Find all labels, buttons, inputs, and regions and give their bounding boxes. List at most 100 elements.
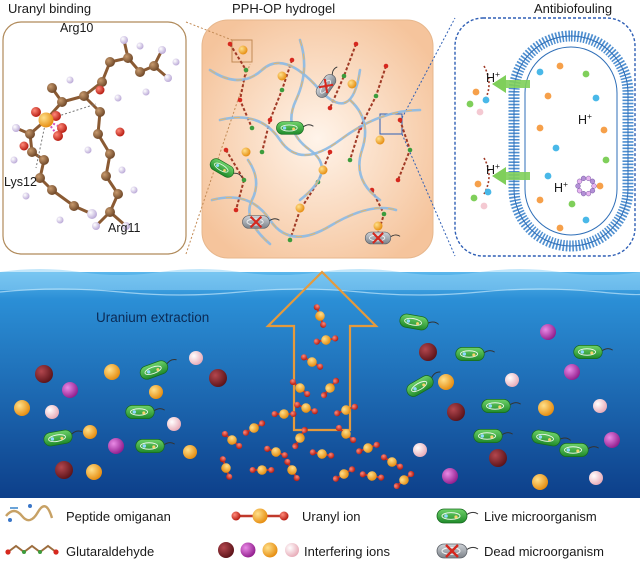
hydrogel-network <box>208 38 422 246</box>
bound-uranyl <box>318 165 328 175</box>
crosslink-atom <box>381 211 387 217</box>
uranyl-ion <box>219 456 233 480</box>
cell-ion <box>544 172 552 180</box>
dead-microorganism <box>364 231 401 245</box>
cell-ion <box>568 200 576 208</box>
interfering-ion <box>604 432 620 448</box>
crosslink-atom <box>287 237 293 243</box>
legend: Peptide omiganan Glutaraldehyde Uranyl i… <box>5 504 604 559</box>
zoom-line <box>185 21 233 41</box>
uranyl-binding-title: Uranyl binding <box>8 1 91 16</box>
legend-live-icon <box>436 508 479 524</box>
cell-ion <box>466 100 474 108</box>
live-microorganism <box>276 121 314 135</box>
crosslink-atom <box>395 177 401 183</box>
peptide-chain-segment <box>209 62 361 104</box>
bound-uranyl <box>277 71 287 81</box>
interfering-ion <box>438 374 454 390</box>
crosslink-atom <box>233 207 239 213</box>
uranium-extraction-label: Uranium extraction <box>96 310 209 325</box>
proton-flow-arrow <box>483 65 530 103</box>
uranyl-ion <box>249 465 275 475</box>
legend-glutaraldehyde-icon <box>5 544 59 555</box>
interfering-ion <box>108 438 124 454</box>
cell-ion <box>544 92 552 100</box>
uranyl-ion <box>300 354 324 370</box>
sea-surface <box>0 269 640 290</box>
sea-objects <box>14 304 620 490</box>
live-microorganism <box>481 398 521 414</box>
peptide-chain-segment <box>219 109 421 156</box>
crosslink-atom <box>227 41 233 47</box>
legend-interfering-label: Interfering ions <box>304 544 390 559</box>
crosslink-atom <box>223 147 229 153</box>
uranium-atom <box>38 112 54 128</box>
uranyl-ion <box>313 304 327 328</box>
crosslink-atom <box>407 147 413 153</box>
interfering-ion <box>505 373 519 387</box>
antibiofouling-detail: H+H+H+H+ <box>466 62 610 232</box>
live-microorganism <box>473 428 513 444</box>
legend-uranyl-icon <box>231 508 289 524</box>
interfering-ion <box>589 471 603 485</box>
arg11-label: Arg11 <box>108 221 140 235</box>
crosslink-atom <box>243 67 249 73</box>
uranyl-ion <box>313 335 339 345</box>
crosslink-atom <box>341 73 347 79</box>
uranyl-ion <box>380 454 404 470</box>
interfering-ion <box>86 464 102 480</box>
peptide-chain-segment <box>247 159 271 245</box>
interfering-ion <box>442 468 458 484</box>
live-microorganism <box>559 442 599 458</box>
interfering-ion <box>14 400 30 416</box>
cell-ion <box>582 216 590 224</box>
crosslink-atom <box>289 57 295 63</box>
interfering-ion <box>209 369 227 387</box>
interfering-ion <box>538 400 554 416</box>
legend-live-label: Live microorganism <box>484 509 597 524</box>
uranyl-ion <box>294 401 318 415</box>
bound-uranyl <box>241 147 251 157</box>
interfering-ion <box>532 474 548 490</box>
live-microorganism <box>573 344 613 360</box>
legend-dead-label: Dead microorganism <box>484 544 604 559</box>
uranyl-ion <box>359 471 385 481</box>
interfering-ion <box>149 385 163 399</box>
glutaraldehyde-crosslink <box>329 43 357 109</box>
uranyl-ion <box>242 420 266 436</box>
cell-ion <box>536 124 544 132</box>
interfering-ion <box>189 351 203 365</box>
cell-ion <box>482 96 490 104</box>
dead-microorganism <box>242 215 280 229</box>
cell-ion <box>480 202 488 210</box>
interfering-ion <box>564 364 580 380</box>
uranyl-ion <box>332 466 356 482</box>
cell-ion <box>556 62 564 70</box>
cell-ion <box>484 188 492 196</box>
hydrogel-panel <box>201 19 434 259</box>
live-microorganism <box>399 313 439 331</box>
live-microorganism <box>43 429 83 447</box>
uranyl-ion <box>284 458 300 482</box>
glutaraldehyde-crosslink <box>225 149 246 211</box>
crosslink-atom <box>373 93 379 99</box>
crosslink-atom <box>347 157 353 163</box>
arg10-label: Arg10 <box>60 21 93 35</box>
bound-uranyl <box>373 221 383 231</box>
cell-ion <box>474 180 482 188</box>
glutaraldehyde-crosslink <box>261 59 293 153</box>
crosslink-atom <box>327 149 333 155</box>
uranyl-ion <box>356 441 380 455</box>
proton-flow-arrow <box>483 157 530 195</box>
dead-microorganism <box>315 66 338 98</box>
zoom-line <box>401 17 456 119</box>
live-microorganism <box>209 158 243 178</box>
bacterial-membrane <box>508 30 634 252</box>
live-microorganism <box>436 508 479 524</box>
cell-ion <box>602 156 610 164</box>
live-microorganism <box>125 404 165 420</box>
peptide-chain-segment <box>211 196 397 238</box>
uranyl-ion <box>221 430 243 450</box>
